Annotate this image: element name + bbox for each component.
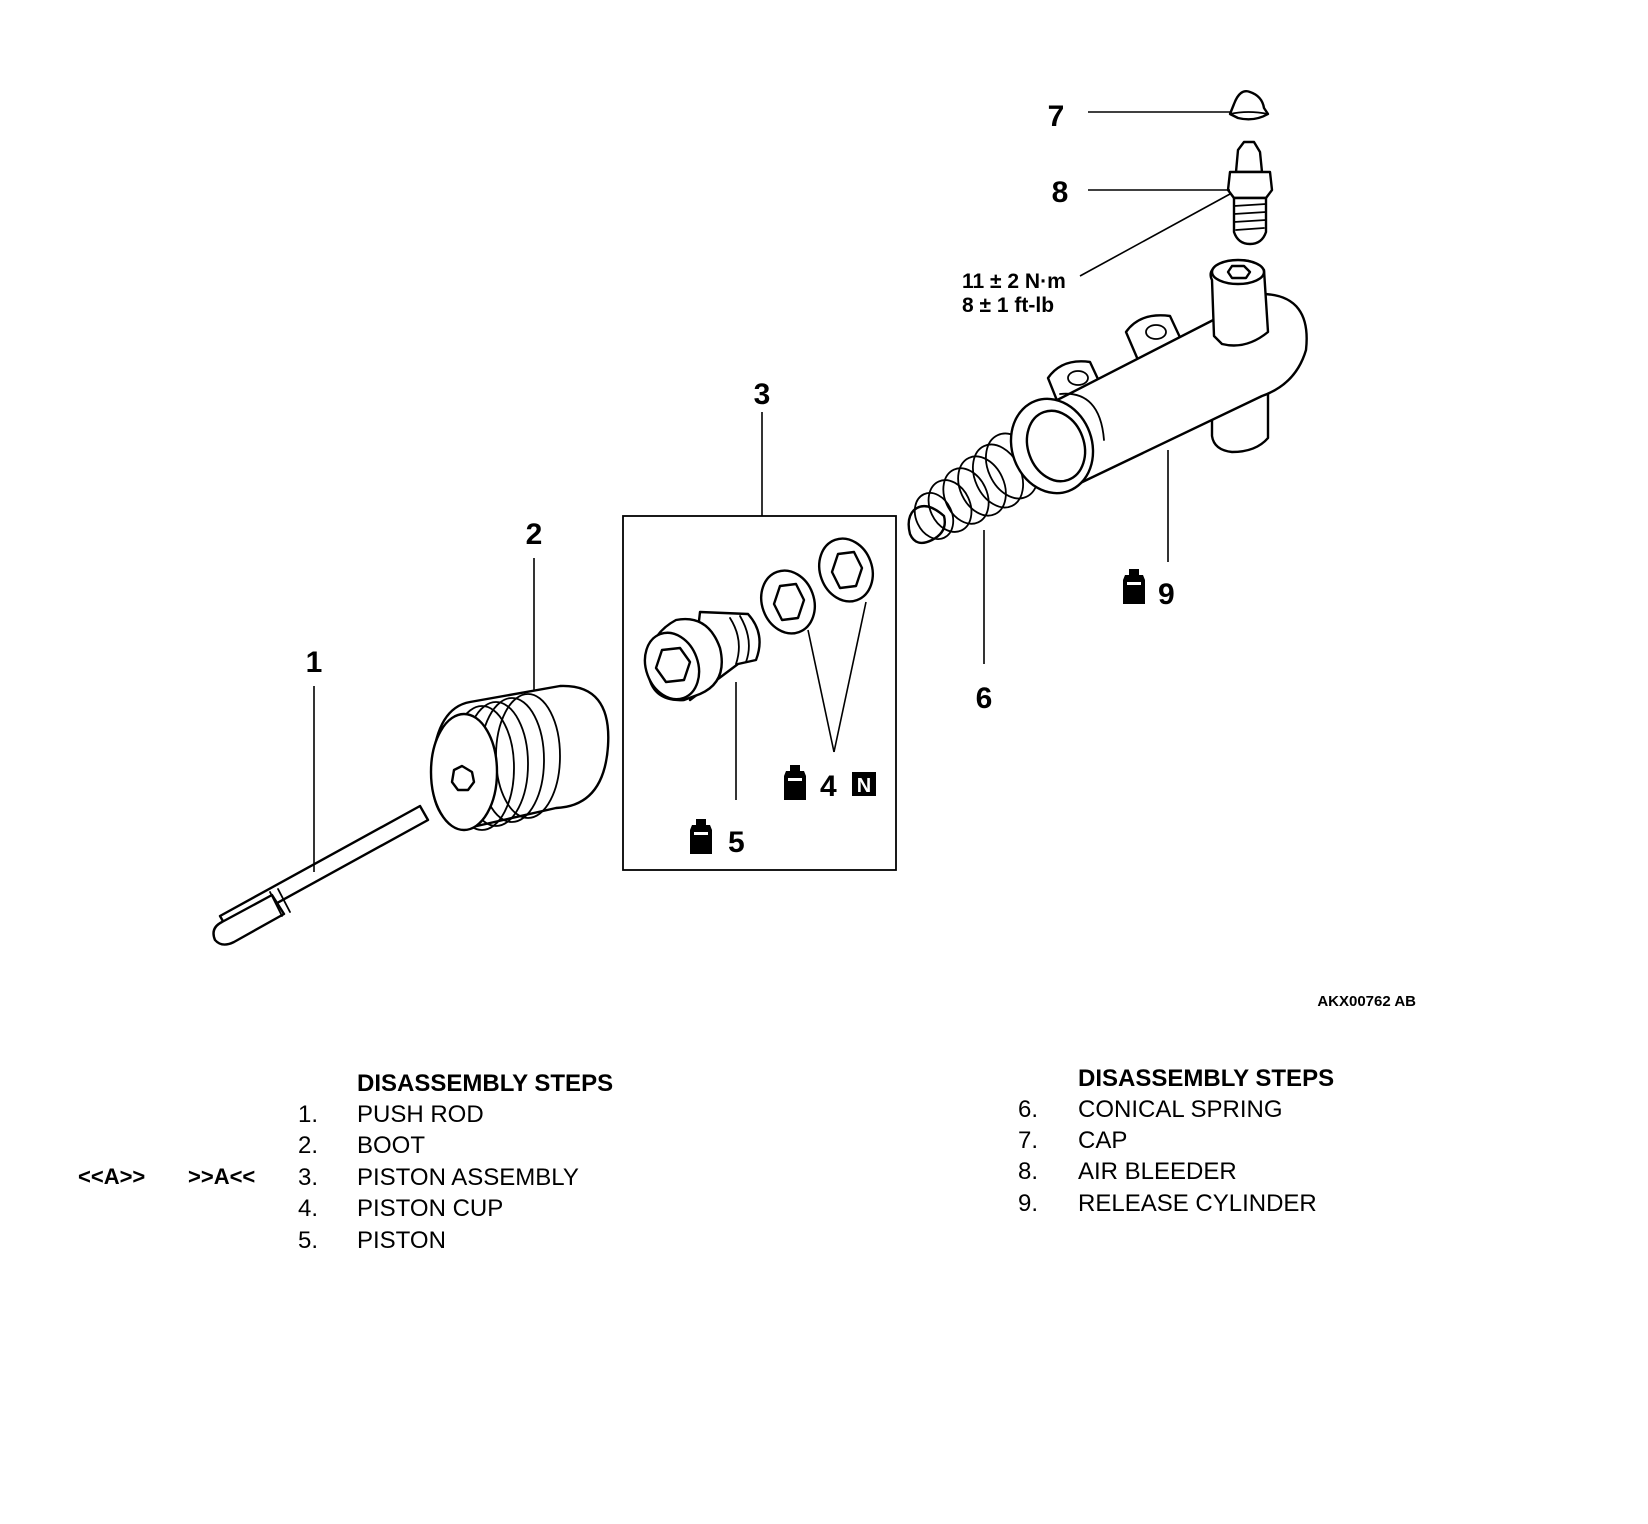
steps-heading: DISASSEMBLY STEPS [357, 1070, 614, 1097]
torque-spec-ftlb: 8 ± 1 ft-lb [962, 294, 1054, 317]
new-part-icon: N [852, 772, 876, 797]
callout-5: 5 [728, 826, 745, 859]
grease-icon [784, 765, 806, 800]
figure-code: AKX00762 AB [1317, 993, 1416, 1010]
cap [1228, 90, 1270, 121]
callout-4: 4 [820, 770, 837, 803]
callout-6: 6 [976, 682, 993, 715]
exploded-view-diagram: 1 2 3 4 5 6 7 8 9 N 11 ± 2 N·m 8 ± 1 ft-… [212, 90, 1416, 1010]
grease-icon [690, 819, 712, 854]
callout-2: 2 [526, 518, 543, 551]
boot [429, 684, 610, 832]
callout-8: 8 [1052, 176, 1069, 209]
push-rod [212, 804, 430, 946]
callout-7: 7 [1048, 100, 1065, 133]
torque-spec-nm: 11 ± 2 N·m [962, 270, 1066, 293]
ref-install-mark: >>A<< [188, 1164, 256, 1189]
piston-cups [760, 537, 874, 635]
piston [643, 610, 761, 702]
leader-lines [313, 111, 1232, 872]
release-cylinder [1009, 258, 1308, 495]
callout-9: 9 [1158, 578, 1175, 611]
callout-3: 3 [754, 378, 771, 411]
grease-icon [1123, 569, 1145, 604]
air-bleeder [1226, 140, 1274, 246]
callout-1: 1 [306, 646, 323, 679]
steps-heading: DISASSEMBLY STEPS [1078, 1065, 1335, 1092]
svg-text:N: N [857, 775, 871, 797]
piston-assembly-box [622, 515, 897, 871]
conical-spring [907, 432, 1039, 545]
ref-removal-mark: <<A>> [78, 1164, 146, 1189]
